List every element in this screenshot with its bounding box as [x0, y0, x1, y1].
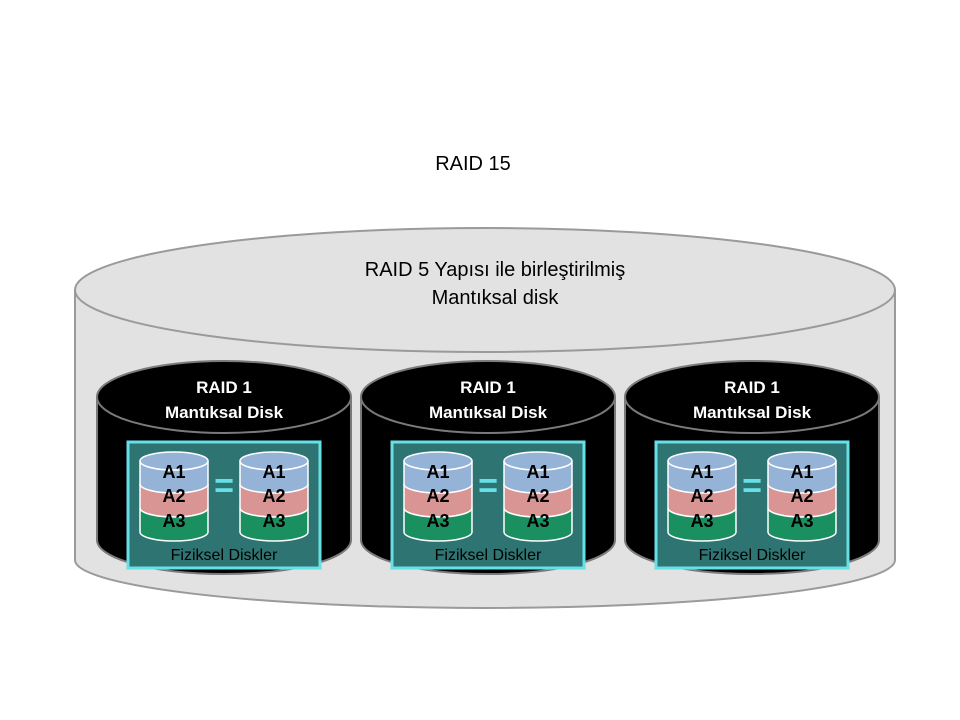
- disk-segment-label: A3: [162, 511, 185, 531]
- raid1-cylinder-top: [96, 360, 352, 434]
- raid1-title: RAID 1: [460, 378, 516, 397]
- diagram-title: RAID 15: [435, 153, 511, 175]
- disk-segment-label: A1: [790, 462, 813, 482]
- disk-segment-label: A2: [690, 486, 713, 506]
- disk-segment-label: A3: [262, 511, 285, 531]
- outer-cylinder-top: [74, 227, 896, 353]
- physical-disks-label: Fiziksel Diskler: [435, 547, 542, 564]
- disk-segment-label: A2: [262, 486, 285, 506]
- disk-segment-a3: [239, 507, 309, 542]
- raid1-title: RAID 1: [724, 378, 780, 397]
- disk-segment-label: A2: [162, 486, 185, 506]
- disk-segment-a3: [139, 507, 209, 542]
- disk-segment-label: A3: [526, 511, 549, 531]
- disk-segment-label: A2: [526, 486, 549, 506]
- raid1-subtitle: Mantıksal Disk: [165, 403, 284, 422]
- disk-top-cap: [667, 451, 737, 471]
- disk-segment-a3: [403, 507, 473, 542]
- raid1-cylinder-top: [624, 360, 880, 434]
- disk-segment-label: A2: [426, 486, 449, 506]
- disk-segment-label: A1: [426, 462, 449, 482]
- disk-top-cap: [403, 451, 473, 471]
- disk-segment-a3: [503, 507, 573, 542]
- raid1-cylinder-top: [360, 360, 616, 434]
- equals-sign: =: [478, 467, 498, 505]
- disk-segment-label: A3: [426, 511, 449, 531]
- disk-segment-label: A1: [690, 462, 713, 482]
- outer-label-line2: Mantıksal disk: [432, 287, 560, 309]
- disk-top-cap: [767, 451, 837, 471]
- disk-segment-label: A3: [790, 511, 813, 531]
- disk-segment-a3: [767, 507, 837, 542]
- physical-disks-label: Fiziksel Diskler: [171, 547, 278, 564]
- disk-top-cap: [139, 451, 209, 471]
- disk-segment-label: A1: [162, 462, 185, 482]
- disk-segment-label: A1: [526, 462, 549, 482]
- equals-sign: =: [214, 467, 234, 505]
- raid1-title: RAID 1: [196, 378, 252, 397]
- physical-disks-label: Fiziksel Diskler: [699, 547, 806, 564]
- raid1-subtitle: Mantıksal Disk: [429, 403, 548, 422]
- disk-segment-label: A3: [690, 511, 713, 531]
- outer-label-line1: RAID 5 Yapısı ile birleştirilmiş: [365, 259, 625, 281]
- disk-segment-label: A1: [262, 462, 285, 482]
- raid1-subtitle: Mantıksal Disk: [693, 403, 812, 422]
- disk-top-cap: [503, 451, 573, 471]
- disk-segment-a3: [667, 507, 737, 542]
- equals-sign: =: [742, 467, 762, 505]
- disk-segment-label: A2: [790, 486, 813, 506]
- disk-top-cap: [239, 451, 309, 471]
